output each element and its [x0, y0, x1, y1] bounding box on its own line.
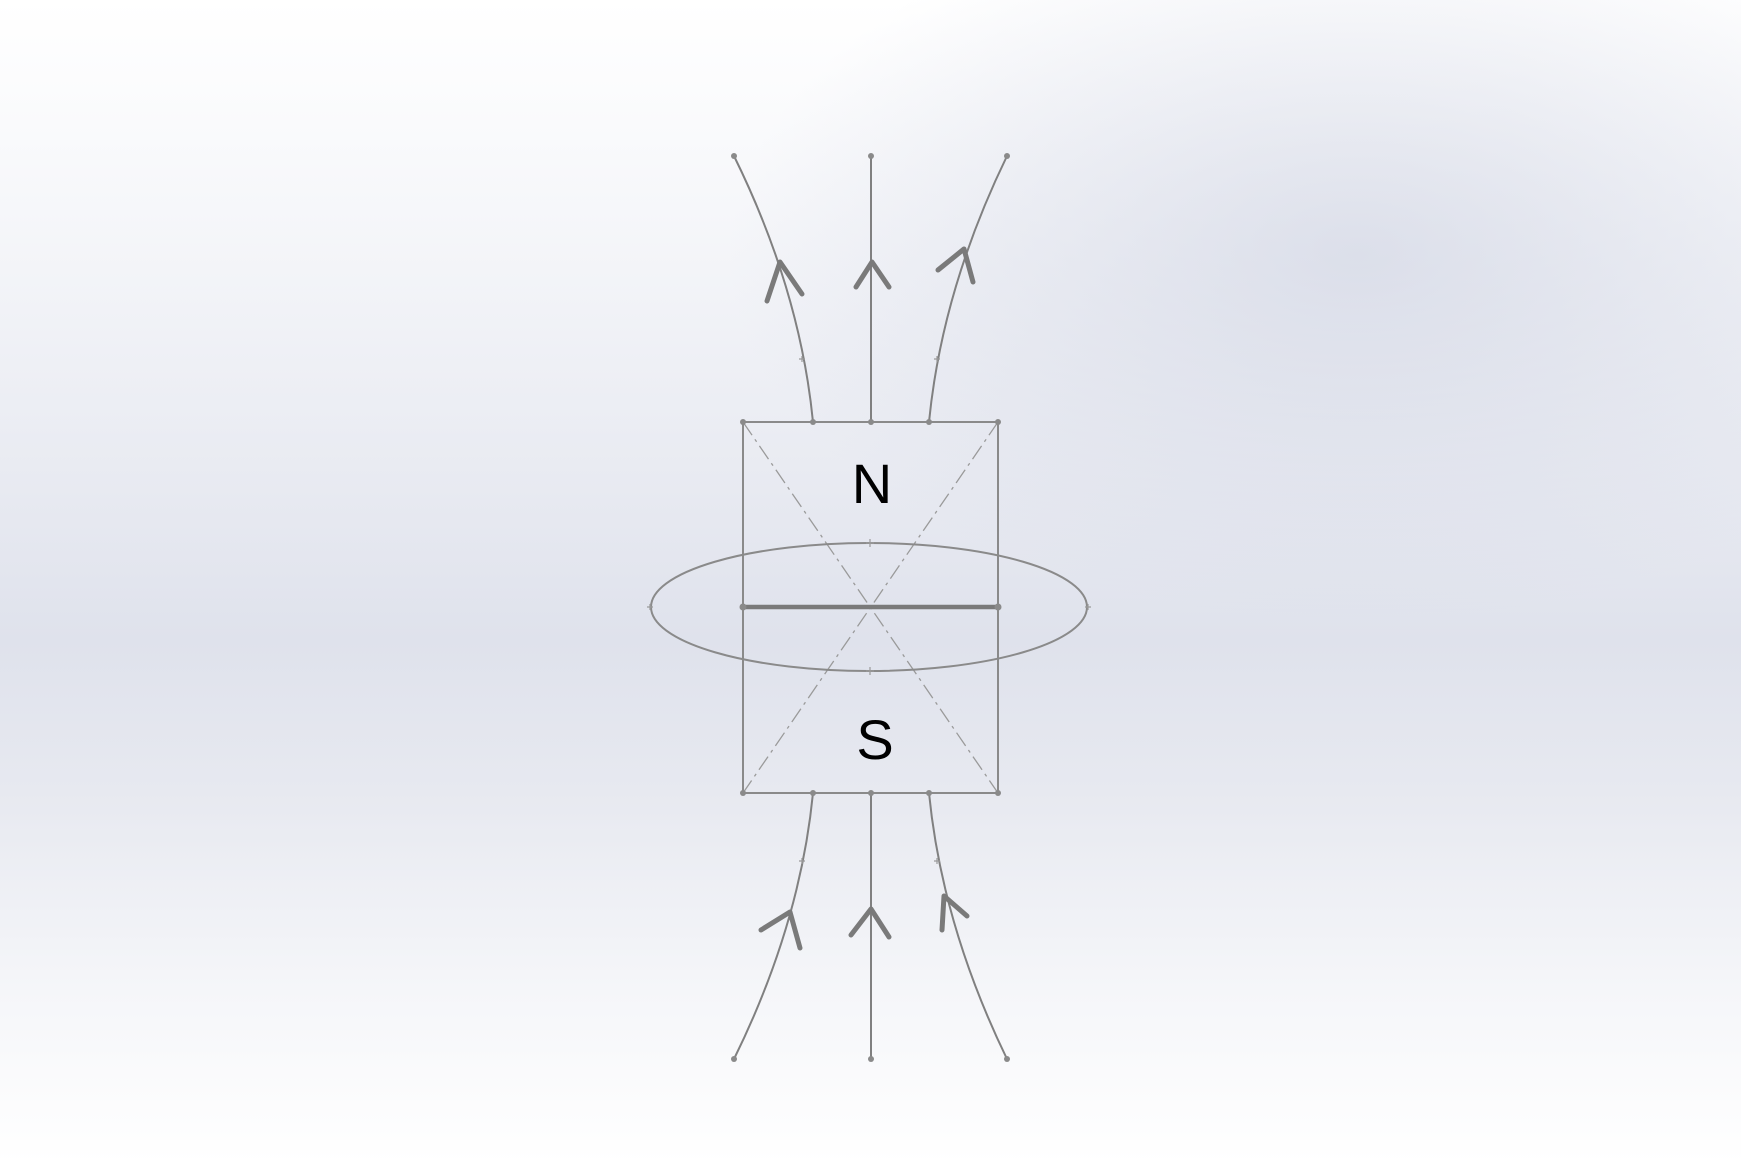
sketch-point [740, 419, 746, 425]
sketch-point [739, 603, 747, 611]
arrow-lower-right-icon [939, 893, 970, 933]
midpoint-tick [866, 539, 874, 547]
north-pole-label: N [852, 452, 892, 515]
lower-field-lines [733, 792, 1008, 1060]
sketch-point [926, 419, 932, 425]
midpoint-tick [934, 356, 940, 362]
upper-arrows [764, 246, 976, 304]
field-line-lower-left [733, 792, 814, 1060]
midpoint-tick [647, 604, 653, 610]
midpoint-ticks [647, 356, 1091, 864]
arrow-upper-center-icon [853, 259, 892, 290]
sketch-point [810, 419, 816, 425]
sketch-point [995, 790, 1001, 796]
sketch-point [995, 419, 1001, 425]
sketch-point [740, 790, 746, 796]
sketch-point [1004, 1056, 1010, 1062]
midpoint-tick [934, 858, 940, 864]
sketch-point [994, 603, 1002, 611]
field-line-upper-left [733, 155, 814, 423]
lower-arrows [758, 893, 970, 951]
midpoint-tick [1085, 604, 1091, 610]
sketch-point [868, 790, 874, 796]
arrow-upper-right-icon [935, 246, 976, 285]
sketch-point [810, 790, 816, 796]
sketch-point [1004, 153, 1010, 159]
sketch-point [926, 790, 932, 796]
arrow-upper-left-icon [764, 259, 805, 304]
sketch-point [731, 1056, 737, 1062]
field-line-lower-right [928, 792, 1008, 1060]
sketch-points [731, 153, 1010, 1062]
south-pole-label: S [856, 708, 893, 771]
midpoint-tick [799, 356, 805, 362]
midpoint-tick [799, 858, 805, 864]
sketch-point [868, 153, 874, 159]
sketch-point [868, 419, 874, 425]
arrow-lower-center-icon [848, 906, 892, 940]
upper-field-lines [733, 155, 1008, 423]
midpoint-tick [866, 667, 874, 675]
sketch-point [731, 153, 737, 159]
field-line-upper-right [928, 155, 1008, 423]
sketch-point [868, 1056, 874, 1062]
arrow-lower-left-icon [758, 909, 803, 951]
